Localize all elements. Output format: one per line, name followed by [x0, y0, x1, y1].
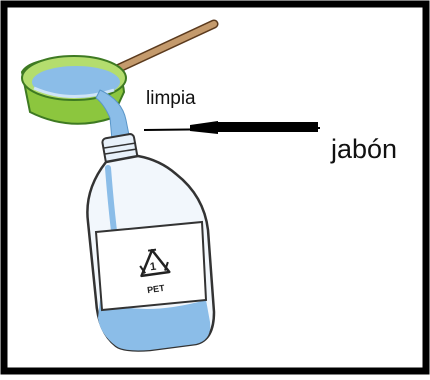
pot-handle [115, 24, 214, 70]
label-soap: jabón [331, 134, 397, 165]
bottle: 1 PET [87, 133, 214, 350]
label-clean: limpia [146, 88, 196, 110]
pointer-arrow [144, 121, 320, 134]
